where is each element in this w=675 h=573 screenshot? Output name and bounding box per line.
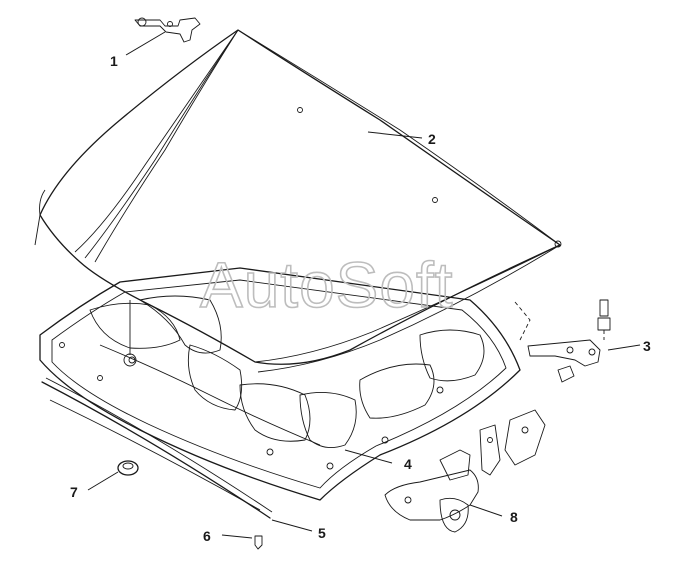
hood-hinge-part-3 [514, 299, 641, 383]
watermark-text: AutoSoft [200, 249, 454, 321]
leader-2 [367, 131, 423, 139]
callout-3: 3 [643, 338, 651, 354]
leader-5 [271, 519, 313, 532]
fastener-part-6 [221, 534, 263, 550]
callout-7: 7 [70, 484, 78, 500]
callout-1: 1 [110, 53, 118, 69]
hood-outer-panel [34, 29, 562, 373]
leader-4 [344, 449, 393, 464]
grommet-part-7 [87, 460, 139, 491]
callout-5: 5 [318, 525, 326, 541]
callout-6: 6 [203, 528, 211, 544]
callout-4: 4 [404, 456, 412, 472]
callout-8: 8 [510, 509, 518, 525]
hood-inner-frame [39, 267, 521, 501]
hood-latch-part-8 [384, 409, 546, 533]
hood-seal-strip [41, 377, 273, 519]
callout-2: 2 [428, 131, 436, 147]
hood-clip-part-1 [125, 17, 201, 56]
